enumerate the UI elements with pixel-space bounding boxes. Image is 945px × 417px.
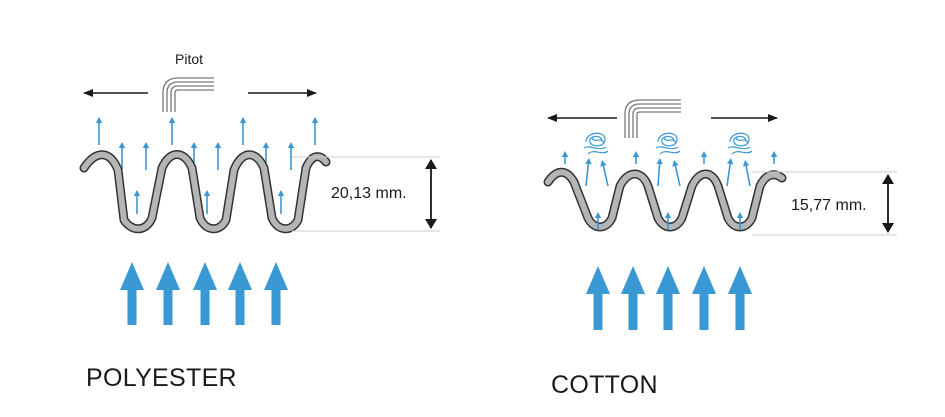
up-arrow-icon xyxy=(193,262,217,325)
polyester-thickness-dimension: 20,13 mm. xyxy=(292,156,440,232)
polyester-diagram: Pitot 20,13 mm. xyxy=(79,51,440,325)
up-arrow-icon xyxy=(692,266,716,330)
up-arrow-icon xyxy=(118,142,126,170)
cotton-thickness-dimension: 15,77 mm. xyxy=(752,171,897,236)
double-headed-arrow-icon xyxy=(882,174,894,233)
up-arrow-icon xyxy=(770,151,778,164)
cotton-thickness-value: 15,77 mm. xyxy=(791,197,867,214)
pitot-tube-icon xyxy=(624,99,681,138)
up-arrow-icon xyxy=(228,262,252,325)
up-arrow-icon xyxy=(728,266,752,330)
up-arrow-icon xyxy=(656,266,680,330)
up-arrow-icon xyxy=(664,212,672,230)
cotton-caption: COTTON xyxy=(551,371,658,399)
up-arrow-icon xyxy=(656,158,663,187)
pitot-tube-icon xyxy=(162,77,214,112)
up-arrow-icon xyxy=(95,117,103,145)
up-arrow-icon xyxy=(214,142,222,170)
up-arrow-icon xyxy=(600,160,609,187)
incoming-airflow-arrows-cotton xyxy=(586,266,752,330)
lint-fibers-above-cotton xyxy=(583,132,753,155)
up-arrow-icon xyxy=(621,266,645,330)
polyester-caption: POLYESTER xyxy=(86,364,237,392)
up-arrow-icon xyxy=(561,151,569,164)
up-arrow-icon xyxy=(133,190,141,214)
up-arrow-icon xyxy=(736,212,744,230)
up-arrow-icon xyxy=(287,142,295,170)
up-arrow-icon xyxy=(203,190,211,214)
pitot-label: Pitot xyxy=(175,51,203,67)
up-arrow-icon xyxy=(726,158,734,187)
up-arrow-icon xyxy=(120,262,144,325)
lint-fiber-icon xyxy=(655,132,681,155)
up-arrow-icon xyxy=(585,158,592,187)
up-arrow-icon xyxy=(672,160,681,187)
up-arrow-icon xyxy=(700,151,708,164)
double-headed-arrow-icon xyxy=(425,159,437,229)
up-arrow-icon xyxy=(156,262,180,325)
polyester-thickness-value: 20,13 mm. xyxy=(331,185,407,202)
up-arrow-icon xyxy=(239,117,247,145)
airflow-arrows-above-cotton xyxy=(561,151,778,187)
up-arrow-icon xyxy=(632,151,640,164)
up-arrow-icon xyxy=(586,266,610,330)
up-arrow-icon xyxy=(742,160,751,187)
lint-fiber-icon xyxy=(727,132,753,155)
up-arrow-icon xyxy=(142,142,150,170)
cotton-diagram: 15,77 mm. xyxy=(543,99,897,330)
airflow-arrows-above-polyester xyxy=(95,117,319,170)
incoming-airflow-arrows-polyester xyxy=(120,262,288,325)
lint-fiber-icon xyxy=(583,132,609,155)
up-arrow-icon xyxy=(594,212,602,230)
up-arrow-icon xyxy=(311,117,319,145)
up-arrow-icon xyxy=(277,190,285,214)
airflow-arrows-in-polyester-folds xyxy=(133,190,285,214)
up-arrow-icon xyxy=(264,262,288,325)
airflow-arrows-in-cotton-folds xyxy=(594,212,744,230)
up-arrow-icon xyxy=(168,117,176,145)
